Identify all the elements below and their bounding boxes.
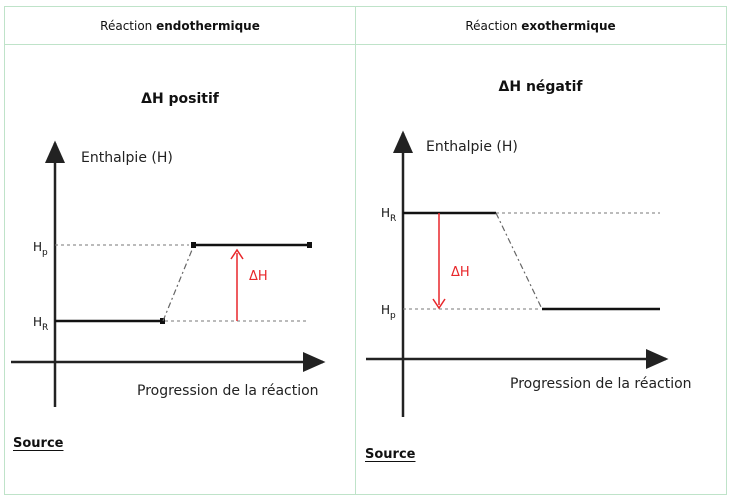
delta-h-label: ΔH [249,269,268,284]
comparison-table: Réaction endothermique Réaction exotherm… [4,6,727,495]
label-hr: HR [381,206,396,224]
label-hr: HR [33,315,48,333]
endothermic-diagram: Enthalpie (H) Progression de la réaction… [11,131,349,407]
y-axis-label: Enthalpie (H) [81,150,173,166]
subtitle-positive: ΔH positif [141,91,219,107]
x-axis-label: Progression de la réaction [510,376,692,392]
header-bold: endothermique [156,18,260,33]
header-prefix: Réaction [465,18,522,33]
x-axis-label: Progression de la réaction [137,383,319,399]
exothermic-diagram: Enthalpie (H) Progression de la réaction… [366,121,719,417]
header-prefix: Réaction [100,18,157,33]
transition [495,212,543,310]
header-bold: exothermique [521,18,616,33]
header-endothermic: Réaction endothermique [5,7,355,45]
source-link-right[interactable]: Source [365,447,416,462]
header-exothermic: Réaction exothermique [355,7,726,45]
label-hp: Hp [33,240,48,258]
source-link-left[interactable]: Source [13,436,64,451]
y-axis-label: Enthalpie (H) [426,139,518,155]
column-separator [355,7,356,494]
label-hp: Hp [381,303,396,321]
subtitle-negative: ΔH négatif [498,79,583,95]
delta-h-label: ΔH [451,265,470,280]
